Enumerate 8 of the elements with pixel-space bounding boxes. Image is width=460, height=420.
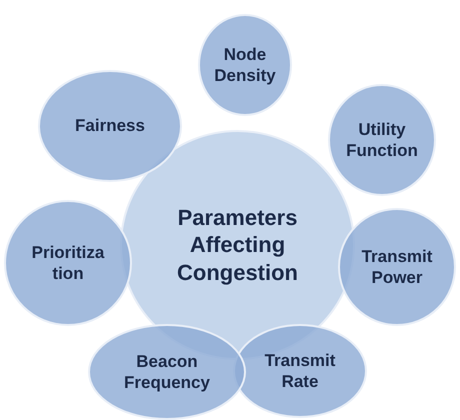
parameter-label: Transmit Rate (264, 350, 336, 392)
parameter-label: Beacon Frequency (123, 350, 211, 394)
parameter-label: Node Density (213, 44, 277, 86)
parameter-label: Prioritiza tion (30, 242, 106, 284)
parameter-label: Transmit Power (360, 246, 434, 288)
parameter-label: Fairness (74, 115, 146, 137)
parameter-label: Utility Function (345, 118, 419, 162)
center-title: Parameters Affecting Congestion (176, 204, 299, 286)
